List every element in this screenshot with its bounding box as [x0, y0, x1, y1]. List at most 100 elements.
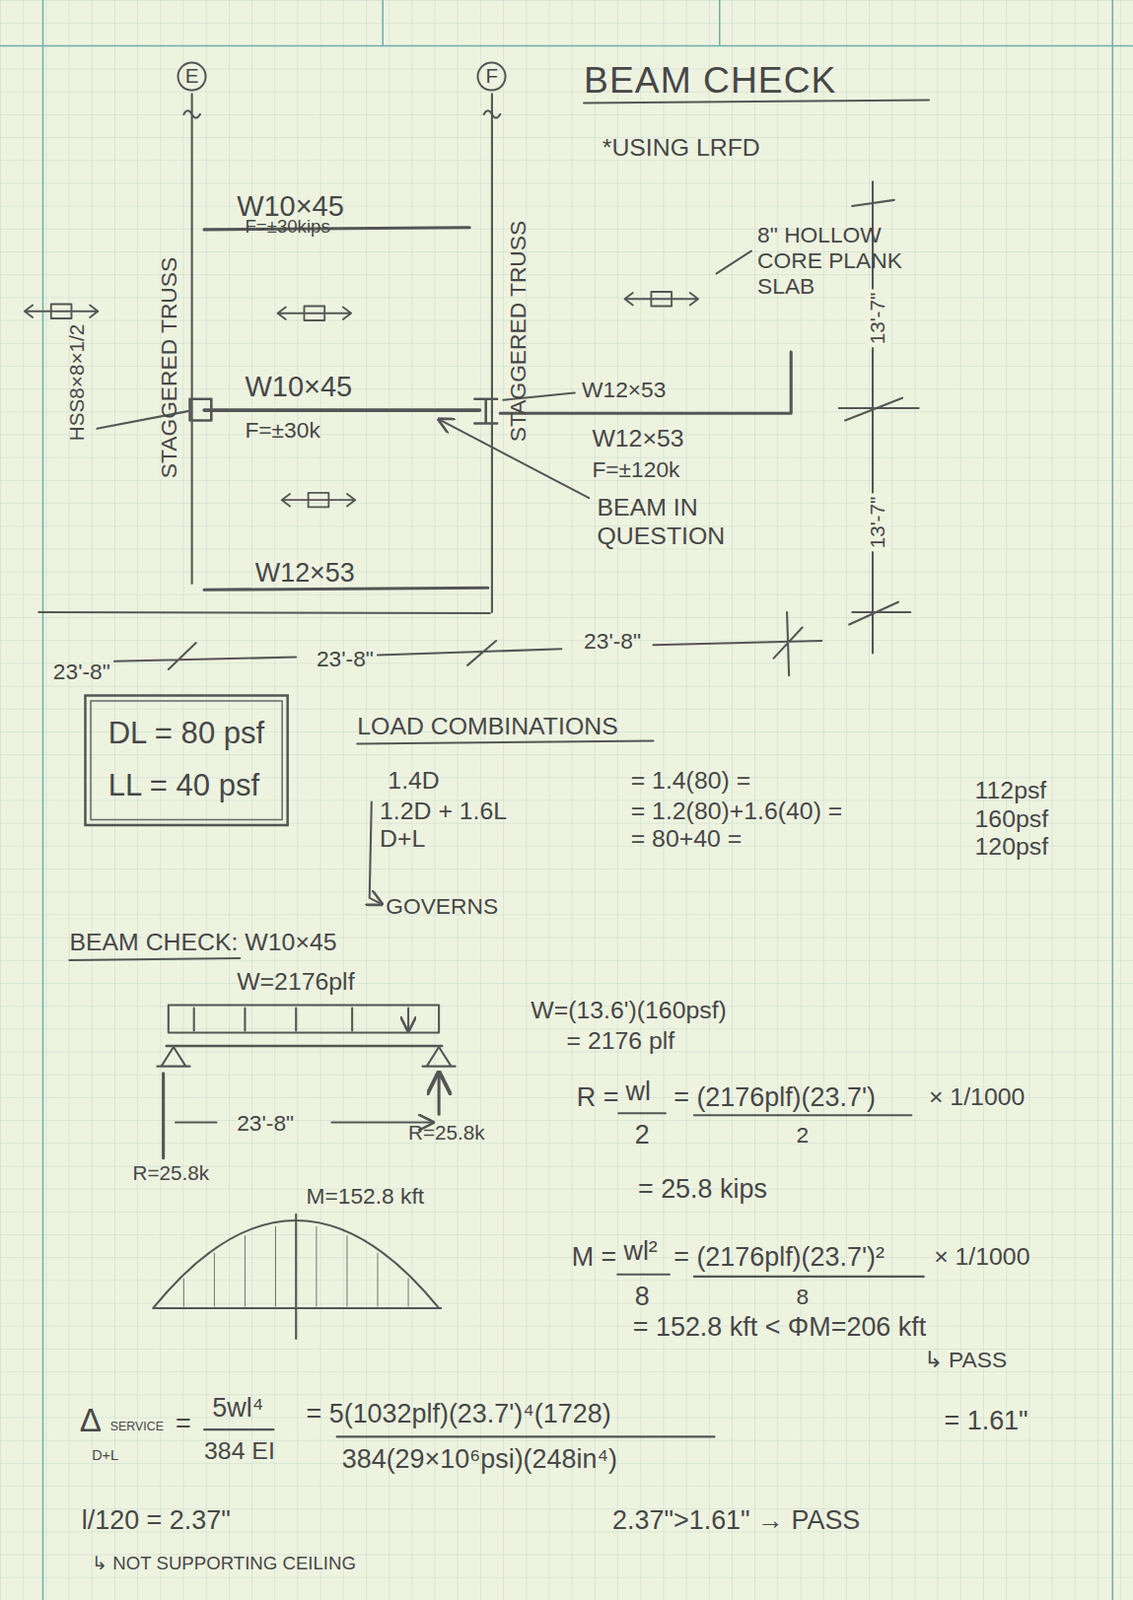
note-text: R=25.8k — [133, 1161, 211, 1186]
note-text: 160psf — [975, 805, 1050, 835]
span-direction-symbol — [624, 291, 699, 306]
bubble-circle — [178, 63, 207, 91]
note-text: 23'-8" — [316, 645, 374, 672]
note-text: 120psf — [975, 833, 1050, 862]
node-text: LL = 40 psf — [108, 760, 266, 813]
box-outline — [83, 694, 289, 828]
note-text: LOAD COMBINATIONS — [356, 712, 618, 742]
note-text: = 1.61" — [944, 1405, 1029, 1436]
distributed-load — [168, 1005, 439, 1034]
fraction-bar — [204, 1429, 715, 1437]
note-text: = (2176plf)(23.7') — [673, 1081, 876, 1113]
span-direction-symbol — [278, 306, 353, 321]
vertical-label: STAGGERED TRUSS — [504, 220, 531, 442]
title-underline — [583, 99, 929, 103]
dimension-line — [175, 1122, 433, 1125]
note-text: 384(29×10⁶psi)(248in⁴) — [342, 1444, 618, 1476]
note-text: M = — [571, 1242, 618, 1274]
node-text: E — [185, 66, 200, 87]
note-text: W=2176plf — [236, 968, 355, 997]
note-text: 112psf — [975, 777, 1048, 806]
hss-column-symbol — [190, 399, 213, 422]
note-text: 2.37">1.61" → PASS — [612, 1505, 860, 1537]
note-text: 23'-8" — [53, 658, 111, 685]
span-direction-symbol — [24, 303, 99, 318]
fraction-bar — [617, 1274, 924, 1277]
vertical-label: HSS8×8×1/2 — [65, 324, 89, 441]
sheet-title: BEAM CHECK — [583, 58, 837, 101]
note-text: l/120 = 2.37" — [81, 1505, 231, 1537]
beam-line — [204, 587, 489, 590]
note-text: 23'-8" — [236, 1110, 294, 1136]
note-text: 384 EI — [204, 1437, 276, 1467]
note-text: 2 — [795, 1122, 809, 1148]
note-text: 1.4D — [387, 767, 439, 796]
note-text: = 152.8 kft < ΦM=206 kft — [633, 1311, 926, 1343]
note-text: = 25.8 kips — [637, 1173, 768, 1204]
load-box: DL = 80 psfLL = 40 psf — [83, 694, 289, 828]
note-text: R=25.8k — [408, 1121, 486, 1145]
note-text: = 80+40 = — [631, 825, 743, 854]
note-text: *USING LRFD — [602, 134, 761, 163]
centerline — [294, 1214, 297, 1340]
beam-in-question-line — [204, 408, 480, 413]
leader-line — [716, 251, 752, 275]
note-text: D+L — [91, 1447, 119, 1465]
beam-line — [166, 1045, 442, 1049]
note-text: 23'-8" — [583, 628, 641, 654]
note-text: W=(13.6')(160psf) — [530, 996, 727, 1026]
note-text: M=152.8 kft — [306, 1183, 425, 1209]
note-text: 5wl⁴ — [212, 1393, 264, 1424]
dimension-line — [114, 612, 822, 676]
note-text: W12×53 — [591, 424, 684, 454]
box-border — [84, 695, 287, 826]
note-text: GOVERNS — [385, 893, 498, 920]
reaction-arrow — [163, 1073, 439, 1159]
note-text: R = — [576, 1081, 620, 1113]
note-text: = 5(1032plf)(23.7')⁴(1728) — [306, 1398, 612, 1429]
note-text: 2 — [635, 1120, 650, 1151]
note-text: W12×53 — [581, 376, 666, 403]
note-text: ↳ NOT SUPPORTING CEILING — [91, 1553, 356, 1574]
note-text: D+L — [379, 825, 425, 854]
span-direction-symbol — [282, 493, 356, 507]
note-text: wl — [626, 1075, 651, 1107]
heading-underline — [356, 740, 653, 744]
beam-line — [204, 227, 470, 230]
node-text: DL = 80 psf — [108, 708, 266, 761]
note-text: = 2176 plf — [566, 1027, 676, 1057]
bubble-circle — [478, 63, 506, 91]
note-text: = (2176plf)(23.7')² — [673, 1242, 885, 1274]
note-text: ↳ PASS — [923, 1346, 1007, 1373]
support-symbol — [156, 1047, 455, 1067]
heading-underline — [69, 958, 240, 961]
note-text: wl² — [623, 1236, 657, 1268]
dimension-line — [839, 220, 920, 654]
note-text: 8 — [795, 1283, 809, 1310]
note-text: BEAM CHECK: W10×45 — [69, 928, 337, 958]
floor-line — [38, 612, 491, 614]
moment-hatch — [183, 1226, 409, 1307]
wide-flange-symbol — [474, 399, 497, 425]
note-text: × 1/1000 — [928, 1082, 1025, 1112]
fraction-bar — [618, 1113, 912, 1116]
note-text: F=±30k — [244, 417, 320, 443]
vertical-label: 13'-7" — [864, 289, 891, 349]
grid-bubble: F — [476, 61, 507, 92]
load-arrow — [194, 1008, 409, 1032]
note-text: = — [175, 1409, 192, 1440]
note-text: F=±30kips — [244, 215, 330, 237]
vertical-label: STAGGERED TRUSS — [155, 256, 182, 478]
note-text: = 1.2(80)+1.6(40) = — [631, 797, 844, 827]
grid-bubble: E — [176, 61, 208, 92]
vertical-label: 13'-7" — [864, 494, 891, 553]
note-text: SERVICE — [110, 1419, 164, 1434]
note-text: = 1.4(80) = — [631, 767, 751, 796]
note-text: F=±120k — [591, 456, 680, 483]
note-text: W10×45 — [244, 371, 353, 405]
note-text: Δ — [79, 1402, 102, 1440]
note-text: BEAM IN QUESTION — [597, 494, 718, 551]
